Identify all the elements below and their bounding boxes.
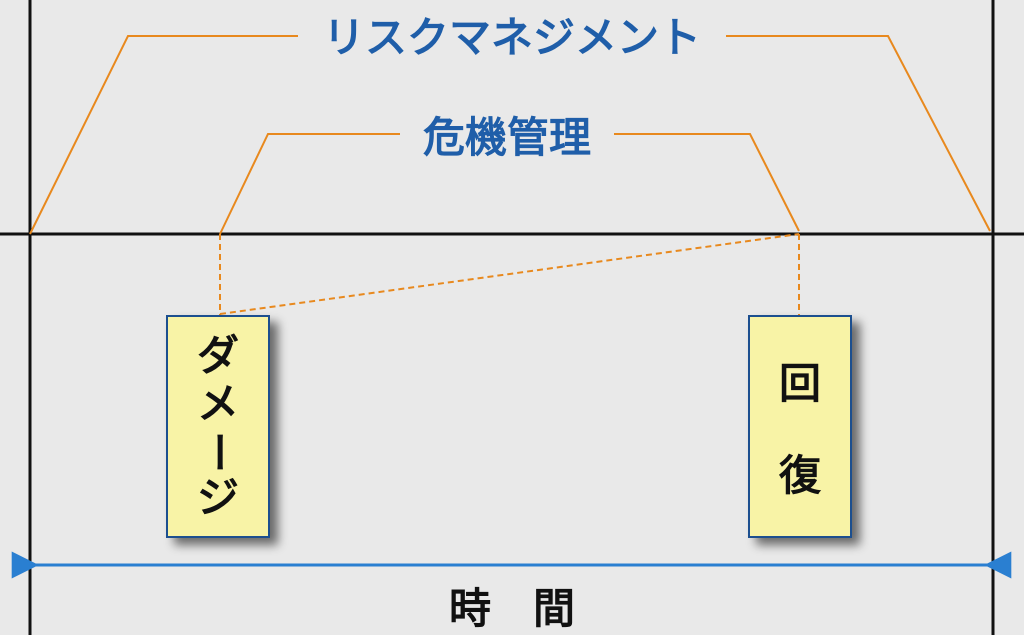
inner-bracket-right bbox=[614, 133, 800, 232]
outer-bracket-right bbox=[726, 35, 991, 232]
damage-char-1: ダ bbox=[197, 331, 239, 380]
damage-char-4: ジ bbox=[197, 473, 239, 522]
recovery-char-1: 回 bbox=[779, 359, 821, 408]
damage-char-3: ー bbox=[194, 431, 243, 473]
damage-box bbox=[166, 315, 270, 538]
recovery-box bbox=[748, 315, 852, 538]
inner-label-crisis-management: 危機管理 bbox=[423, 113, 591, 162]
damage-char-2: メ bbox=[197, 379, 239, 428]
recovery-char-2: 復 bbox=[778, 451, 822, 500]
inner-bracket-left bbox=[219, 133, 400, 235]
time-label: 時 間 bbox=[449, 584, 575, 633]
outer-bracket-left bbox=[29, 35, 298, 235]
recovery-slope-dashed-line bbox=[219, 233, 800, 315]
outer-label-risk-management: リスクマネジメント bbox=[323, 13, 701, 62]
